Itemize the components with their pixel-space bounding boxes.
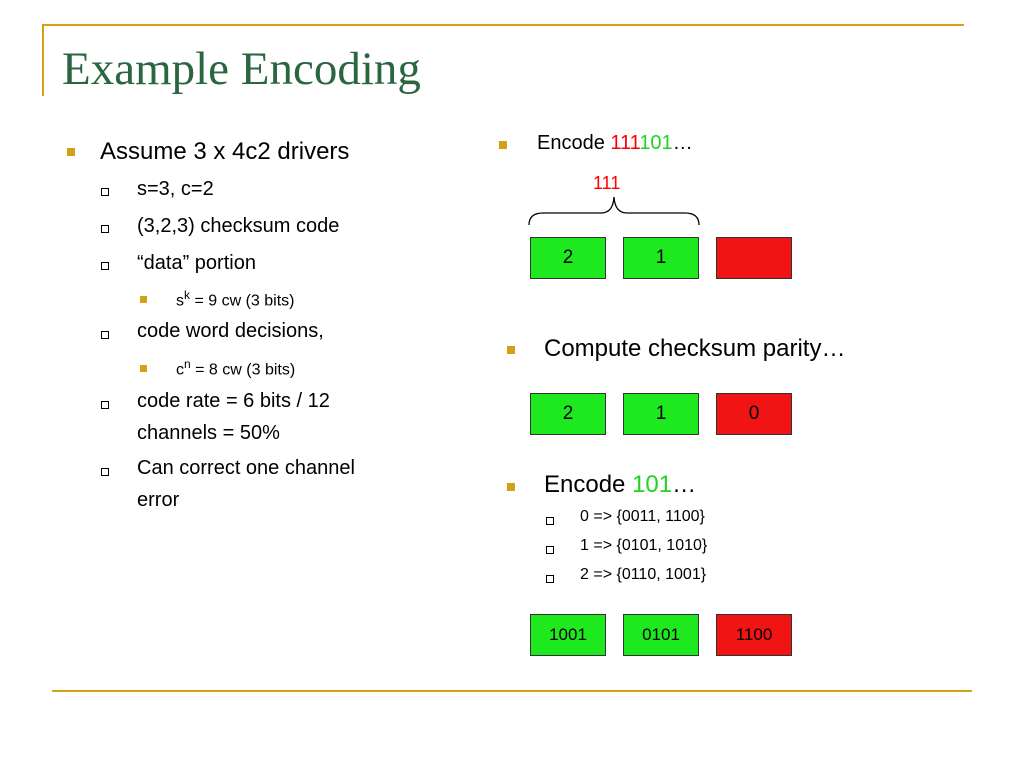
cell-red: 1100 xyxy=(716,614,792,656)
encode-101-text: Encode 101… xyxy=(544,471,697,498)
bullet-hollow-icon xyxy=(546,575,554,583)
bullet-square-icon xyxy=(499,141,507,149)
checksum-code-text: (3,2,3) checksum code xyxy=(137,215,340,237)
code-rate-line1: code rate = 6 bits / 12 xyxy=(137,390,330,412)
bullet-hollow-icon xyxy=(101,401,109,409)
bullet-hollow-icon xyxy=(101,468,109,476)
data-portion-text: “data” portion xyxy=(137,252,256,274)
bullet-square-icon xyxy=(140,365,147,372)
sc-text: s=3, c=2 xyxy=(137,178,214,200)
map-0: 0 => {0011, 1100} xyxy=(580,508,705,525)
bullet-hollow-icon xyxy=(546,546,554,554)
cell-green: 1001 xyxy=(530,614,606,656)
assume-text: Assume 3 x 4c2 drivers xyxy=(100,138,350,165)
map-2: 2 => {0110, 1001} xyxy=(580,566,707,583)
correct-line2: error xyxy=(137,489,180,511)
brace-label: 111 xyxy=(593,173,621,193)
bullet-hollow-icon xyxy=(101,188,109,196)
top-rule xyxy=(42,24,964,26)
bullet-hollow-icon xyxy=(101,331,109,339)
bullet-hollow-icon xyxy=(546,517,554,525)
code-rate-line2: channels = 50% xyxy=(137,422,280,444)
cell-green: 2 xyxy=(530,237,606,279)
bullet-square-icon xyxy=(67,148,75,156)
bullet-square-icon xyxy=(140,296,147,303)
left-rule xyxy=(42,24,44,96)
bottom-rule xyxy=(52,690,972,692)
row-codewords: 1001 0101 1100 xyxy=(530,614,792,656)
correct-line1: Can correct one channel xyxy=(137,457,355,479)
cell-green: 1 xyxy=(623,393,699,435)
bullet-square-icon xyxy=(507,346,515,354)
cell-red xyxy=(716,237,792,279)
bullet-hollow-icon xyxy=(101,225,109,233)
curly-brace-icon xyxy=(528,196,700,226)
encode-111101-text: Encode 111101… xyxy=(537,132,693,154)
slide-title: Example Encoding xyxy=(62,43,421,95)
cell-green: 0101 xyxy=(623,614,699,656)
sk-text: sk = 9 cw (3 bits) xyxy=(176,288,295,310)
row-parity: 2 1 0 xyxy=(530,393,792,435)
map-1: 1 => {0101, 1010} xyxy=(580,537,708,554)
cn-text: cn = 8 cw (3 bits) xyxy=(176,357,296,379)
bullet-hollow-icon xyxy=(101,262,109,270)
cell-green: 2 xyxy=(530,393,606,435)
row-111: 2 1 xyxy=(530,237,792,279)
cell-green: 1 xyxy=(623,237,699,279)
code-word-decisions-text: code word decisions, xyxy=(137,320,324,342)
bullet-square-icon xyxy=(507,483,515,491)
compute-parity-text: Compute checksum parity… xyxy=(544,335,846,362)
cell-red: 0 xyxy=(716,393,792,435)
